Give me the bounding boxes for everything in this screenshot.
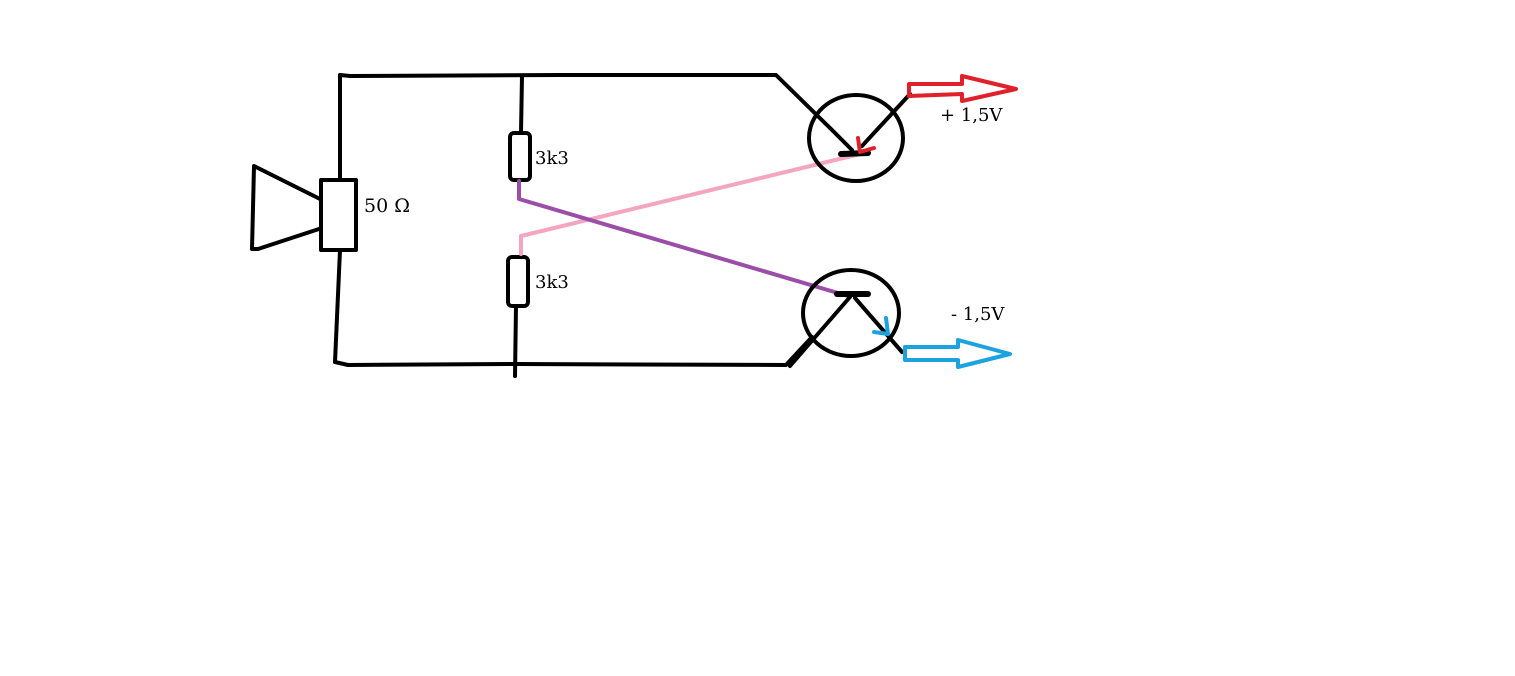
resistor-top: [508, 131, 532, 182]
resistor-column-bottom-wire: [513, 304, 518, 378]
transistor-bottom-body: [801, 268, 901, 358]
transistor-bottom-emitter: [853, 296, 904, 354]
transistor-top-base: [838, 150, 871, 157]
negative-supply-arrow: [903, 338, 1012, 369]
transistor-icon: [807, 92, 912, 183]
resistor-bottom: [506, 255, 530, 308]
left-vertical-wire: [333, 73, 342, 364]
positive-supply-arrow: [907, 74, 1018, 103]
transistor-top-emitter: [860, 92, 912, 148]
transistor-top-collector: [828, 126, 854, 152]
speaker-icon: [250, 164, 358, 252]
transistor-top-body: [807, 93, 905, 183]
cross-wire-pink: [519, 152, 862, 256]
resistor-bottom-label: 3k3: [535, 272, 569, 293]
speaker-resistance-label: 50 Ω: [364, 195, 410, 217]
wiring: [333, 73, 832, 378]
positive-supply-label: + 1,5V: [940, 105, 1003, 126]
negative-supply-label: - 1,5V: [951, 304, 1005, 325]
bottom-rail-wire: [333, 335, 814, 367]
transistor-bottom-emitter-arrow: [872, 316, 890, 336]
transistor-icon: [788, 268, 904, 368]
transistor-bottom-collector: [788, 295, 852, 368]
speaker-cone: [250, 164, 324, 251]
cross-wire-purple: [517, 179, 850, 298]
speaker-body-resistor: [319, 178, 358, 252]
top-rail-wire: [338, 73, 832, 130]
resistor-column-top-wire: [519, 74, 524, 135]
resistor-top-label: 3k3: [535, 148, 569, 169]
transistor-top-emitter-arrow: [856, 136, 876, 154]
